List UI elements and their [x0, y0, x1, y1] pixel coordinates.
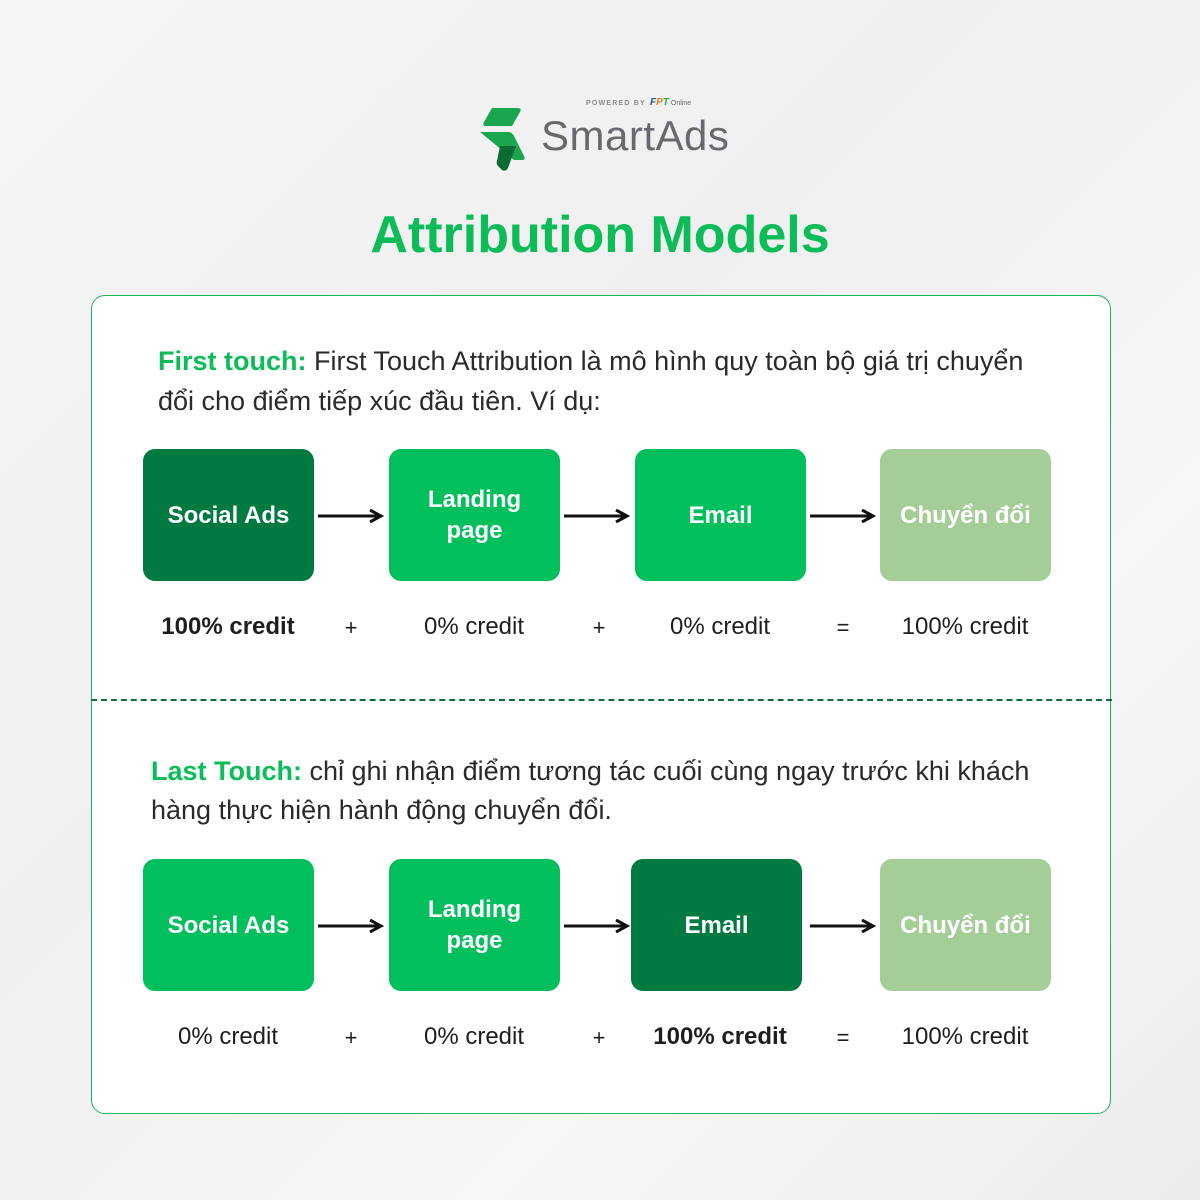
- powered-by-label: POWERED BY: [586, 100, 646, 107]
- fpt-online-suffix: Online: [670, 100, 692, 107]
- s2-step-conversion: Chuyển đổi: [880, 859, 1051, 991]
- s2-credit-landing-page: 0% credit: [423, 1023, 525, 1050]
- s1-credit-landing-page: 0% credit: [423, 613, 525, 640]
- last-touch-text: chỉ ghi nhận điểm tương tác cuối cùng ng…: [151, 756, 1030, 825]
- s2-credit-social-ads: 0% credit: [177, 1023, 279, 1050]
- s1-step-conversion: Chuyển đổi: [880, 449, 1051, 581]
- last-touch-lead: Last Touch:: [151, 756, 302, 786]
- s1-operator-3: =: [836, 615, 850, 640]
- s1-operator-2: +: [592, 615, 606, 640]
- fpt-letter-t: T: [662, 97, 669, 108]
- s1-arrow-1-icon: [318, 509, 384, 523]
- brand-name: SmartAds: [541, 112, 730, 159]
- s2-step-email: Email: [631, 859, 802, 991]
- page-title: Attribution Models: [370, 206, 830, 264]
- s1-credit-social-ads: 100% credit: [161, 613, 295, 640]
- fpt-letter-p: P: [656, 97, 663, 108]
- s2-step-landing-page: Landing page: [389, 859, 560, 991]
- section-divider: [91, 699, 1112, 701]
- last-touch-description: Last Touch: chỉ ghi nhận điểm tương tác …: [151, 752, 1051, 830]
- s1-credit-email: 0% credit: [669, 613, 771, 640]
- s2-credit-conversion: 100% credit: [901, 1023, 1029, 1050]
- s1-credit-conversion: 100% credit: [901, 613, 1029, 640]
- s1-operator-1: +: [344, 615, 358, 640]
- s2-arrow-2-icon: [564, 919, 630, 933]
- s1-step-email: Email: [635, 449, 806, 581]
- first-touch-text: First Touch Attribution là mô hình quy t…: [158, 346, 1024, 416]
- s1-arrow-2-icon: [564, 509, 630, 523]
- smartads-logo-mark-icon: [480, 108, 525, 171]
- s1-arrow-3-icon: [810, 509, 876, 523]
- fpt-letter-f: F: [650, 97, 657, 108]
- s2-credit-email: 100% credit: [653, 1023, 787, 1050]
- s2-operator-3: =: [836, 1025, 850, 1050]
- s2-operator-2: +: [592, 1025, 606, 1050]
- s2-step-social-ads: Social Ads: [143, 859, 314, 991]
- s2-arrow-3-icon: [810, 919, 876, 933]
- s1-step-social-ads: Social Ads: [143, 449, 314, 581]
- first-touch-description: First touch: First Touch Attribution là …: [158, 341, 1058, 421]
- first-touch-lead: First touch:: [158, 346, 307, 376]
- s1-step-landing-page: Landing page: [389, 449, 560, 581]
- s2-arrow-1-icon: [318, 919, 384, 933]
- s2-operator-1: +: [344, 1025, 358, 1050]
